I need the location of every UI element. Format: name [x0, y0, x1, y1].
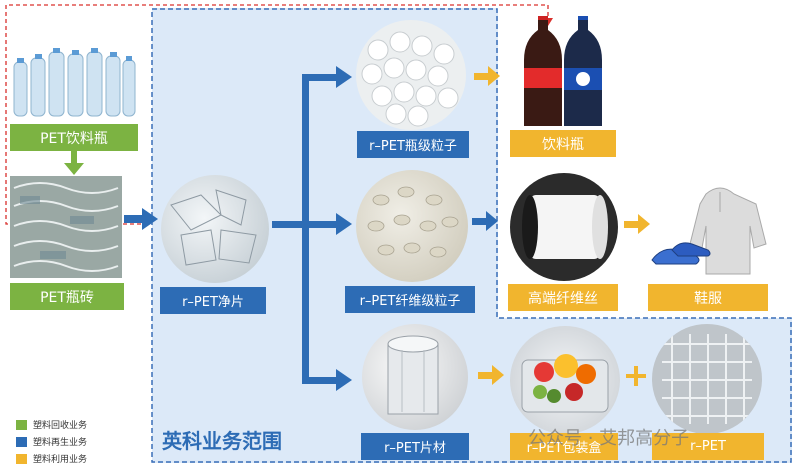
legend-label: 塑料再生业务 [33, 435, 87, 448]
legend-recycle: 塑料回收业务 [16, 418, 87, 431]
packaging-box-image [510, 326, 620, 434]
hi-fiber-label: 高端纤维丝 [508, 284, 618, 311]
shoes-clothes-label: 鞋服 [648, 284, 768, 311]
legend-swatch [16, 420, 27, 430]
shoes-clothes-image [650, 180, 768, 280]
legend-use: 塑料利用业务 [16, 452, 87, 465]
watermark: 公众号 · 艾邦高分子 [528, 424, 689, 450]
hi-fiber-image [510, 173, 618, 281]
legend-regen: 塑料再生业务 [16, 435, 87, 448]
beverage-bottles-image [520, 16, 610, 130]
rpet-other-image [652, 324, 762, 434]
legend-swatch [16, 437, 27, 447]
beverage-bottle-label: 饮料瓶 [510, 130, 616, 157]
legend-label: 塑料回收业务 [33, 418, 87, 431]
scope-title: 英科业务范围 [162, 425, 282, 454]
legend-swatch [16, 454, 27, 464]
plus-icon [626, 366, 646, 386]
legend-label: 塑料利用业务 [33, 452, 87, 465]
